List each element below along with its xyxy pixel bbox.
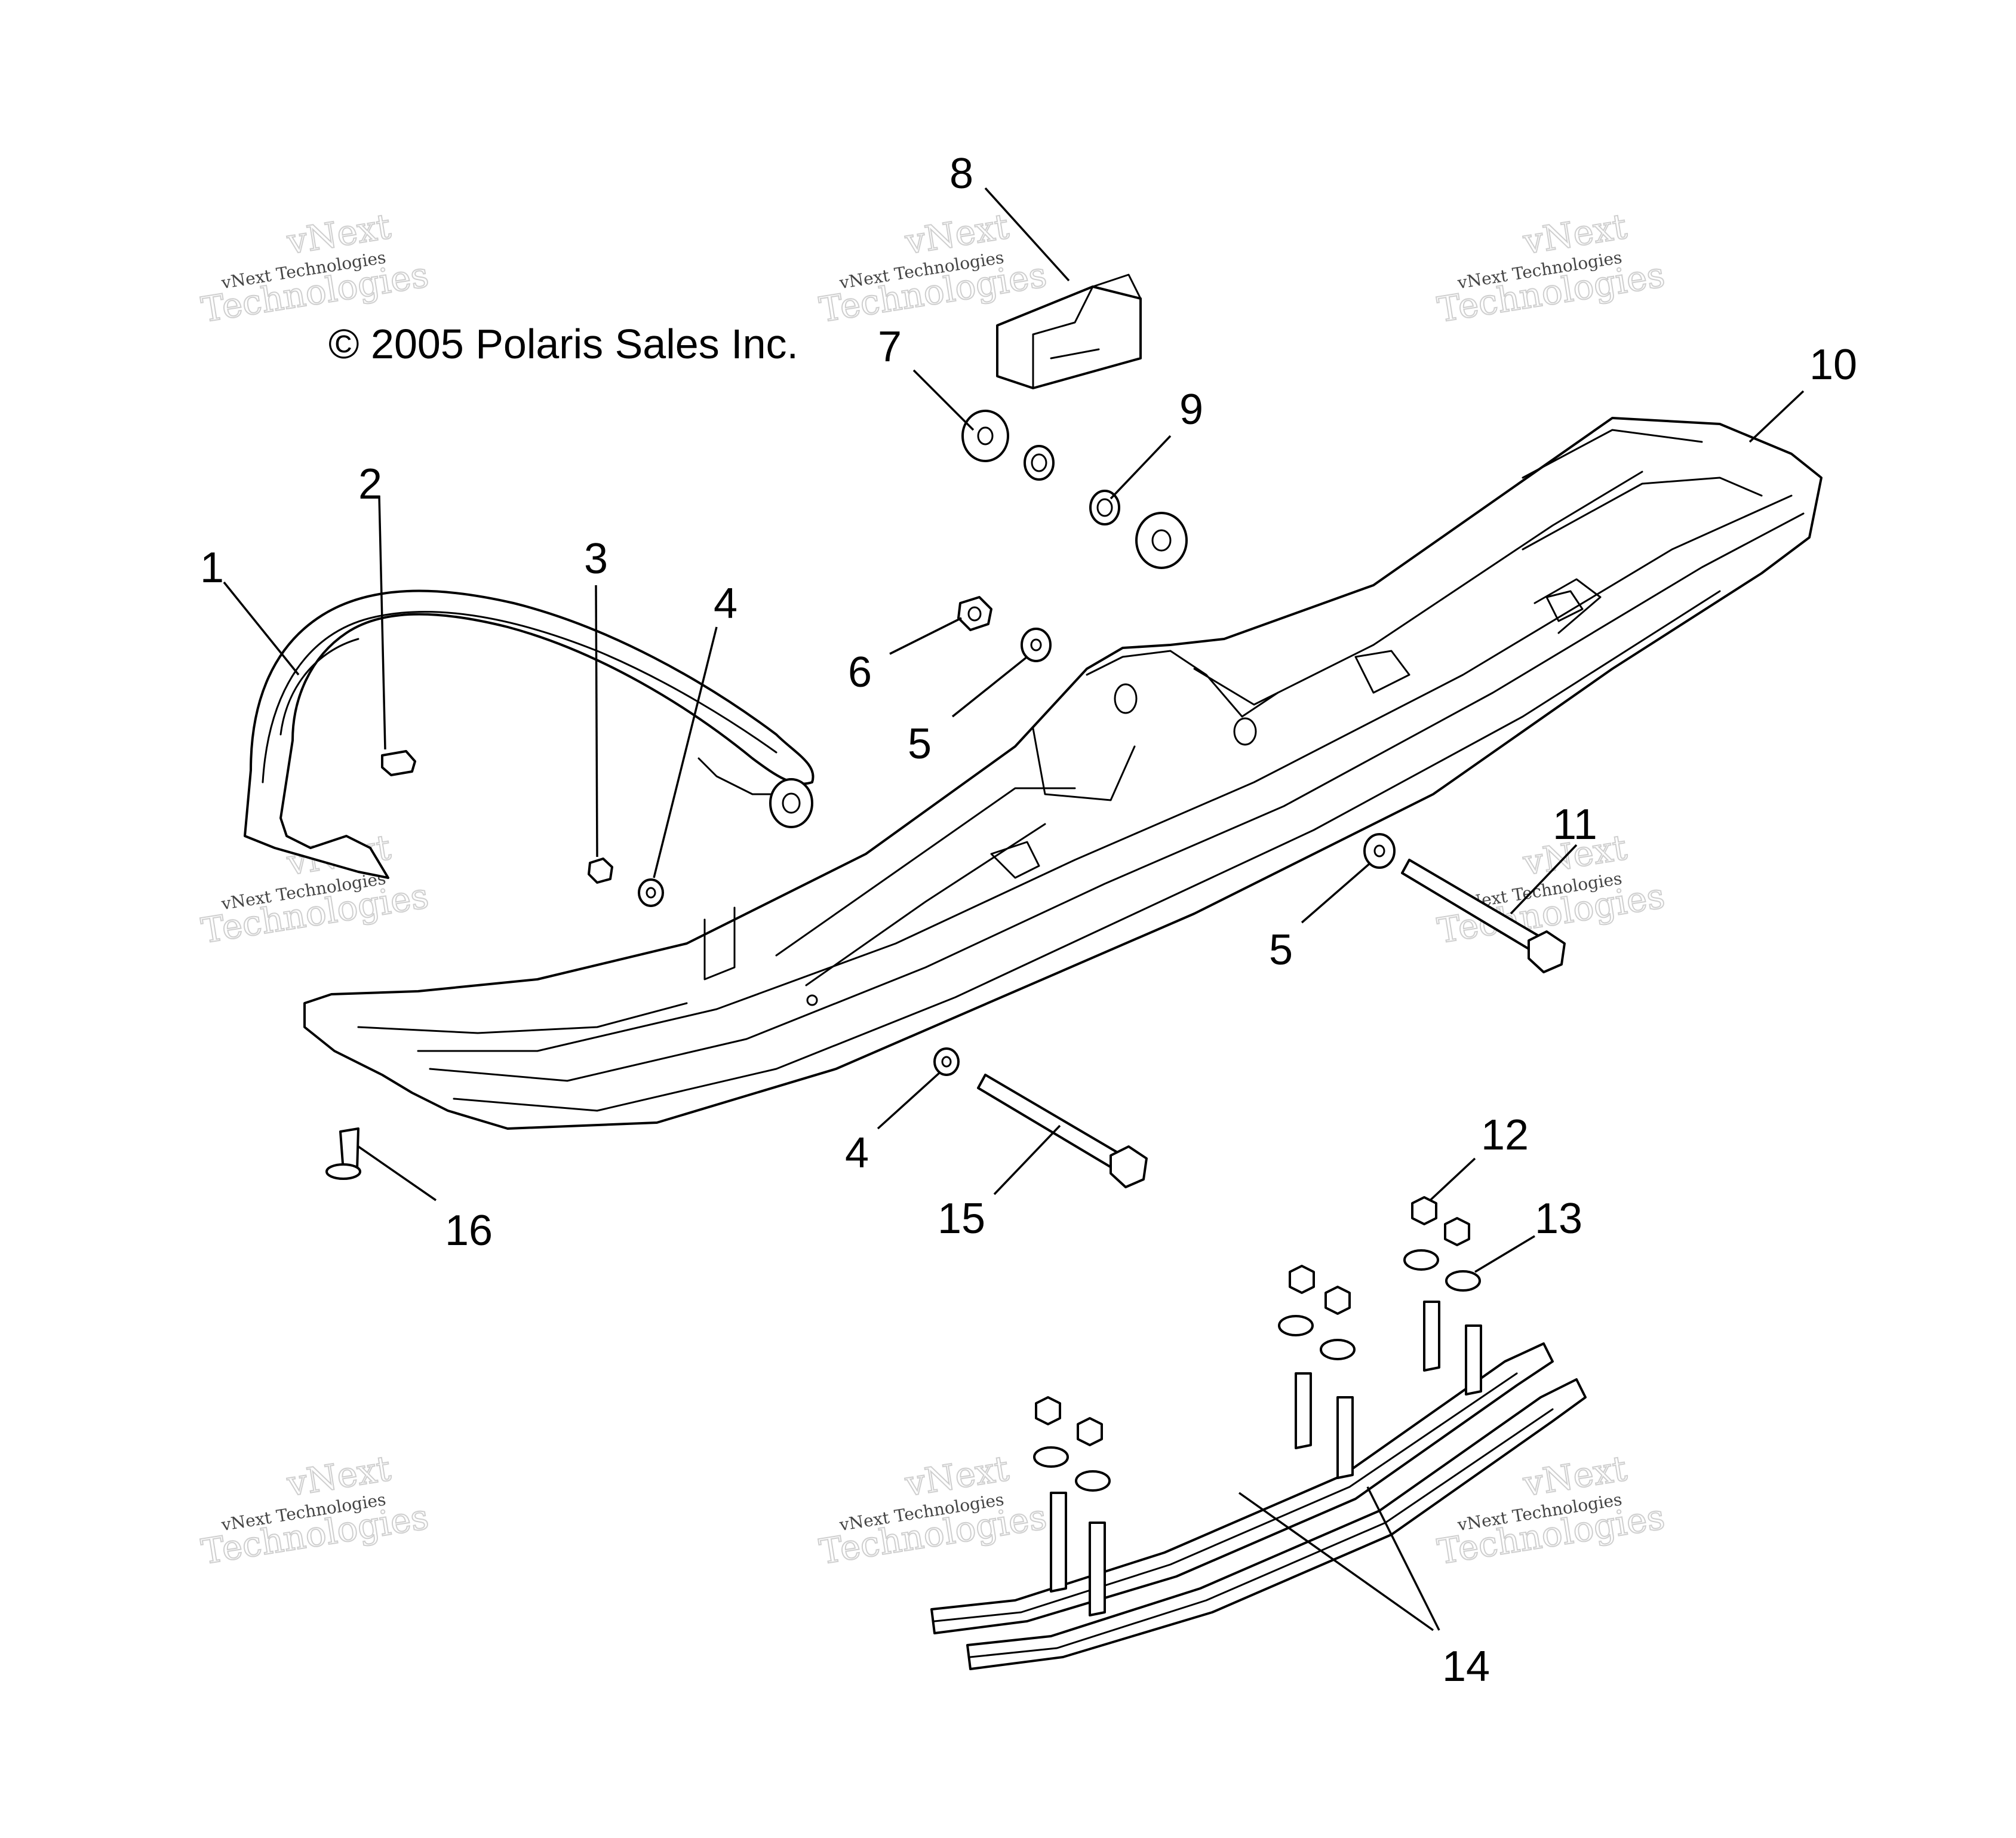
- watermark: vNext vNext Technologies Technologies: [198, 826, 432, 952]
- callout-14: 14: [1442, 1643, 1490, 1691]
- callout-13: 13: [1535, 1195, 1582, 1243]
- callout-3: 3: [584, 535, 608, 583]
- watermark: vNext vNext Technologies Technologies: [816, 1447, 1050, 1573]
- callout-4: 4: [714, 580, 737, 628]
- callout-6: 6: [848, 648, 872, 696]
- pin-16: [325, 1127, 361, 1180]
- carbide-runners: [930, 1301, 1587, 1670]
- hardware-items: [325, 410, 1566, 1188]
- ski-handle-loop: [244, 589, 815, 879]
- callout-16: 16: [445, 1207, 493, 1255]
- watermark: vNext vNext Technologies Technologies: [816, 205, 1050, 331]
- runner-fasteners: [1033, 1196, 1481, 1492]
- callout-10: 10: [1809, 341, 1857, 389]
- washer-4-lower: [933, 1047, 960, 1076]
- callout-9: 9: [1179, 386, 1203, 434]
- ski-skid-block: [996, 273, 1142, 389]
- watermark: vNext vNext Technologies Technologies: [1434, 205, 1668, 331]
- callout-4: 4: [845, 1129, 869, 1177]
- callout-7: 7: [878, 323, 902, 371]
- callout-11: 11: [1553, 801, 1597, 849]
- callout-8: 8: [949, 150, 973, 198]
- washer-7: [961, 410, 1009, 462]
- callout-5: 5: [1269, 926, 1293, 974]
- washer-13: [1445, 1270, 1481, 1292]
- ski-body: [303, 417, 1823, 1130]
- watermark: vNext vNext Technologies Technologies: [198, 1447, 432, 1573]
- nut-6: [957, 596, 992, 631]
- callout-1: 1: [200, 544, 224, 592]
- callout-2: 2: [358, 460, 382, 508]
- callout-5: 5: [908, 720, 932, 768]
- runner-studs: [1050, 1301, 1482, 1616]
- washer: [1135, 512, 1188, 569]
- bushing: [1024, 445, 1055, 481]
- washer-5: [1021, 628, 1052, 662]
- nut-3: [588, 857, 613, 884]
- washer-4: [638, 878, 664, 907]
- leader-lines: [223, 187, 1805, 1631]
- callout-12: 12: [1481, 1111, 1529, 1159]
- bolt-15: [977, 1074, 1148, 1188]
- bushing-9: [1089, 490, 1120, 525]
- callout-15: 15: [938, 1195, 985, 1243]
- bolt-11: [1401, 859, 1566, 973]
- copyright-notice: © 2005 Polaris Sales Inc.: [328, 321, 798, 367]
- nut-12: [1411, 1196, 1437, 1225]
- washer-5-lower: [1363, 833, 1396, 869]
- callout-labels: 1 2 3 4 4 5 5 6 7 8 9 10 11 12 13 14 15 …: [200, 150, 1857, 1691]
- plug-2: [381, 750, 416, 776]
- watermark: vNext vNext Technologies Technologies: [198, 205, 432, 331]
